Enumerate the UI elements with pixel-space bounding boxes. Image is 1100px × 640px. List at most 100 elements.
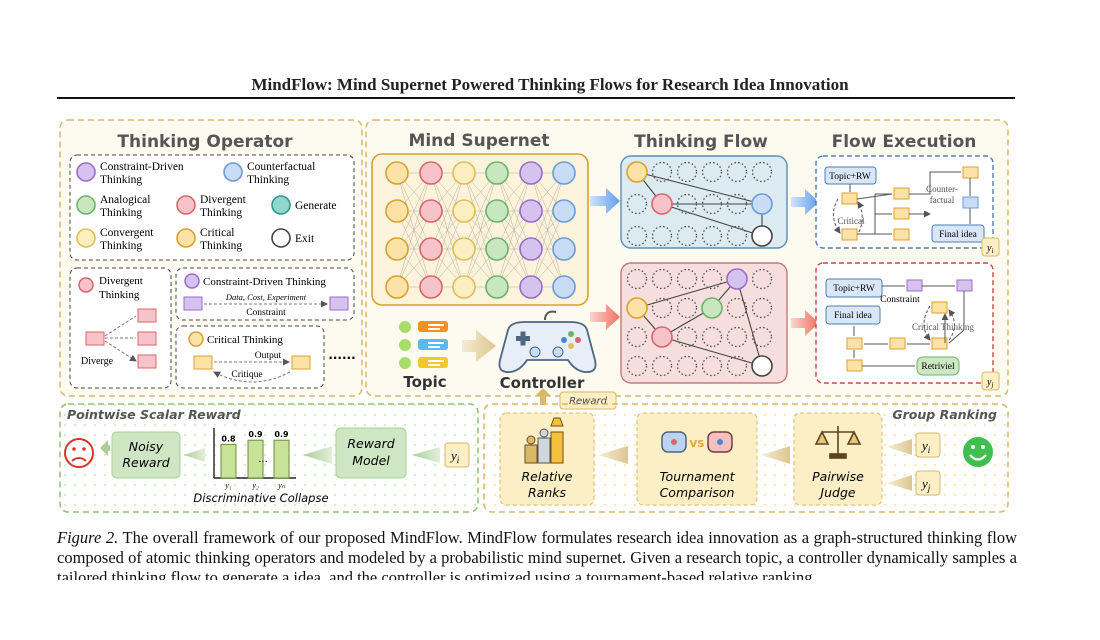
- exec-bottom-critical-block: [931, 337, 948, 350]
- flow-inactive-node: [726, 161, 748, 183]
- legend-operator-icon: [176, 195, 196, 215]
- flow-active-node: [651, 193, 673, 215]
- pointwise-input-box: [444, 442, 470, 468]
- legend-operator-label: Thinking: [100, 174, 142, 186]
- discriminative-bar-chart: 0.8y₁0.9y₂0.9yₙ...: [213, 428, 296, 490]
- flow-active-node: [651, 326, 673, 348]
- critique-label: Critique: [231, 370, 262, 380]
- topic-icon: [399, 321, 448, 369]
- group-input-j-sub: j: [927, 483, 931, 493]
- supernet-node: [485, 161, 509, 185]
- controller-icon: [498, 310, 597, 373]
- podium-icon: [524, 417, 564, 464]
- exec-top-block: [893, 187, 910, 200]
- svg-text:yi: yi: [920, 438, 931, 455]
- legend-operator-label: Thinking: [100, 240, 142, 252]
- constraint-output-block: [329, 296, 349, 311]
- group-input-j-box: [915, 470, 941, 496]
- legend-operator-label: Analogical: [100, 194, 150, 206]
- exec-bottom-retrieve-node: [916, 356, 960, 376]
- exec-top-critical-block: [841, 192, 858, 205]
- exec-top-final: Final idea: [939, 230, 978, 240]
- supernet-node: [519, 161, 543, 185]
- flow-inactive-node: [701, 326, 723, 348]
- supernet-node: [552, 275, 576, 299]
- constraint-example-box: [175, 267, 355, 321]
- legend-operator-label: Thinking: [247, 174, 289, 186]
- supernet-node: [452, 199, 476, 223]
- caption-label: Figure 2.: [57, 528, 119, 547]
- flow-inactive-node: [726, 225, 748, 247]
- yi-to-judge-arrow: [887, 439, 912, 455]
- flow-inactive-node: [701, 225, 723, 247]
- svg-text:yi: yi: [449, 448, 460, 465]
- divergent-title-2: Thinking: [99, 289, 140, 301]
- flow-inactive-node: [751, 297, 773, 319]
- svg-text:yj: yj: [986, 377, 993, 389]
- flow-active-node: [701, 297, 723, 319]
- supernet-node: [485, 199, 509, 223]
- pairwise-judge-box: [793, 412, 883, 506]
- supernet-node: [552, 237, 576, 261]
- exec-top-counterfactual-2: factual: [930, 195, 955, 205]
- flow-inactive-node: [751, 268, 773, 290]
- thinking-flow-bottom: [620, 262, 788, 384]
- versus-label: VS: [690, 439, 705, 450]
- group-input-i-box: [915, 432, 941, 458]
- legend-operator-label: Thinking: [200, 240, 242, 252]
- flow-inactive-node: [651, 161, 673, 183]
- critical-output-block: [291, 355, 311, 370]
- supernet-node: [419, 199, 443, 223]
- pointwise-title: Pointwise Scalar Reward: [67, 407, 242, 422]
- legend-operator-icon: [271, 228, 291, 248]
- flow-top-nodes: [626, 161, 773, 247]
- exec-bottom-block: [846, 359, 863, 372]
- happy-face-icon: [963, 437, 993, 467]
- svg-text:yj: yj: [920, 476, 931, 493]
- relative-ranks-2: Ranks: [528, 485, 567, 500]
- chart-bar-label: 0.9: [248, 430, 263, 439]
- noisy-arrow: [100, 440, 110, 456]
- exec-bottom-tag: y: [986, 377, 992, 388]
- chart-ellipsis: ...: [258, 454, 268, 465]
- flow-inactive-node: [676, 193, 698, 215]
- supernet-node: [552, 199, 576, 223]
- flow-inactive-node: [701, 193, 723, 215]
- legend-operator-label: Thinking: [100, 207, 142, 219]
- supernet-node: [385, 161, 409, 185]
- exec-bottom-critical-block: [931, 301, 948, 314]
- flow-title: Thinking Flow: [634, 132, 768, 152]
- critical-icon: [188, 331, 204, 347]
- flow-inactive-node: [701, 268, 723, 290]
- constraint-label: Constraint: [246, 308, 286, 318]
- legend-operator-icon: [76, 195, 96, 215]
- exec-top-tag-box: [981, 237, 1000, 257]
- flow-inactive-node: [676, 225, 698, 247]
- legend-operator-label: Convergent: [100, 227, 154, 239]
- constraint-note: Data, Cost, Experiment: [225, 292, 307, 302]
- chart-bar-label: 0.8: [221, 434, 236, 443]
- supernet-node: [419, 275, 443, 299]
- exec-top-block: [893, 228, 910, 241]
- mindflow-main-panel: Mind Supernet Thinking Flow Flow Executi…: [365, 119, 1009, 397]
- divergent-output-block: [137, 331, 157, 346]
- flow-active-node: [751, 355, 773, 377]
- flow-active-node: [726, 268, 748, 290]
- supernet-node: [385, 237, 409, 261]
- relative-ranks-1: Relative: [522, 469, 573, 484]
- exec-bottom-input-node: [825, 278, 883, 298]
- critical-title: Critical Thinking: [207, 334, 283, 346]
- flow-inactive-node: [676, 161, 698, 183]
- supernet-node: [385, 199, 409, 223]
- execution-title: Flow Execution: [832, 132, 977, 152]
- critical-example-box: [175, 325, 325, 389]
- svg-text:yi: yi: [986, 243, 993, 255]
- flow-to-exec-top-arrow: [791, 189, 819, 215]
- supernet-node: [552, 161, 576, 185]
- pointwise-reward-panel: Pointwise Scalar Reward Noisy Reward 0.8…: [59, 403, 479, 513]
- supernet-to-flow-top-arrow: [590, 188, 620, 214]
- chart-bar: [273, 439, 290, 479]
- flow-inactive-node: [726, 355, 748, 377]
- chart-to-noisy-arrow: [184, 448, 205, 462]
- supernet-title: Mind Supernet: [408, 131, 549, 151]
